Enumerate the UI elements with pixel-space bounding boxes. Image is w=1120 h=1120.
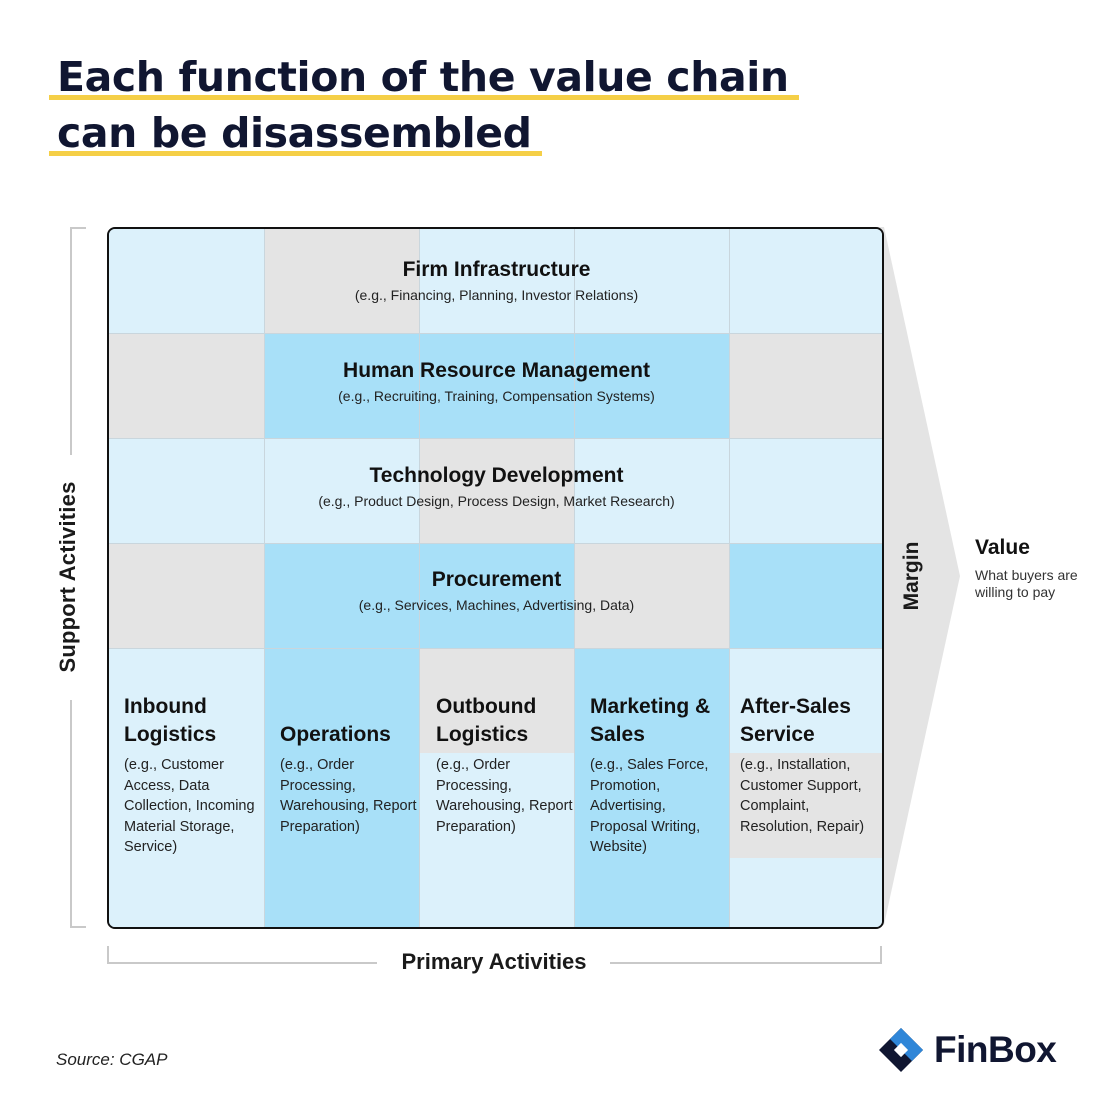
- primary-title: After-Sales Service: [740, 695, 851, 746]
- support-examples: (e.g., Product Design, Process Design, M…: [318, 493, 675, 509]
- primary-inbound-logistics: Inbound Logistics (e.g., Customer Access…: [124, 693, 264, 858]
- support-bracket-bottom: [70, 700, 72, 928]
- primary-bracket-left: [107, 962, 377, 964]
- primary-examples: (e.g., Customer Access, Data Collection,…: [124, 757, 255, 855]
- primary-examples: (e.g., Sales Force, Promotion, Advertisi…: [590, 757, 709, 855]
- title-line-1: Each function of the value chain: [49, 52, 799, 102]
- support-examples: (e.g., Services, Machines, Advertising, …: [358, 597, 635, 613]
- primary-bracket-tick-left: [107, 946, 109, 964]
- value-chain-grid: Firm Infrastructure (e.g., Financing, Pl…: [107, 227, 884, 929]
- primary-marketing-sales: Marketing & Sales (e.g., Sales Force, Pr…: [590, 693, 722, 858]
- brand-name: FinBox: [934, 1029, 1057, 1070]
- support-bracket-top: [70, 227, 72, 455]
- support-title: Technology Development: [369, 464, 624, 487]
- primary-bracket-right: [610, 962, 882, 964]
- support-title: Procurement: [431, 568, 562, 591]
- value-description: What buyers are willing to pay: [975, 567, 1078, 600]
- primary-examples: (e.g., Order Processing, Warehousing, Re…: [436, 757, 573, 835]
- primary-examples: (e.g., Installation, Customer Support, C…: [740, 757, 865, 835]
- support-title: Human Resource Management: [343, 359, 650, 382]
- support-human-resource-management: Human Resource Management (e.g., Recruit…: [264, 358, 729, 406]
- support-procurement: Procurement (e.g., Services, Machines, A…: [264, 567, 729, 615]
- finbox-logo-icon: [879, 1028, 923, 1072]
- primary-title: Marketing & Sales: [590, 695, 711, 746]
- primary-title: Inbound Logistics: [124, 695, 217, 746]
- primary-title: Outbound Logistics: [436, 695, 537, 746]
- primary-examples: (e.g., Order Processing, Warehousing, Re…: [280, 757, 417, 835]
- support-firm-infrastructure: Firm Infrastructure (e.g., Financing, Pl…: [264, 257, 729, 305]
- margin-arrow: [870, 227, 960, 925]
- support-bracket-tick-top: [70, 227, 86, 229]
- primary-operations: Operations (e.g., Order Processing, Ware…: [280, 721, 420, 837]
- primary-bracket-tick-right: [880, 946, 882, 964]
- source-note: Source: CGAP: [56, 1050, 168, 1069]
- primary-after-sales-service: After-Sales Service (e.g., Installation,…: [740, 693, 876, 837]
- support-technology-development: Technology Development (e.g., Product De…: [264, 463, 729, 511]
- primary-title: Operations: [280, 723, 391, 746]
- finbox-logo[interactable]: FinBox: [878, 1026, 1057, 1074]
- support-title: Firm Infrastructure: [402, 258, 591, 281]
- margin-label: Margin: [900, 541, 923, 611]
- primary-activities-label: Primary Activities: [401, 949, 587, 974]
- support-examples: (e.g., Financing, Planning, Investor Rel…: [354, 287, 639, 303]
- title-line-2: can be disassembled: [49, 108, 542, 158]
- support-activities-label: Support Activities: [55, 481, 80, 673]
- value-title: Value: [975, 536, 1030, 559]
- support-examples: (e.g., Recruiting, Training, Compensatio…: [338, 388, 655, 404]
- support-bracket-tick-bottom: [70, 926, 86, 928]
- primary-outbound-logistics: Outbound Logistics (e.g., Order Processi…: [436, 693, 576, 837]
